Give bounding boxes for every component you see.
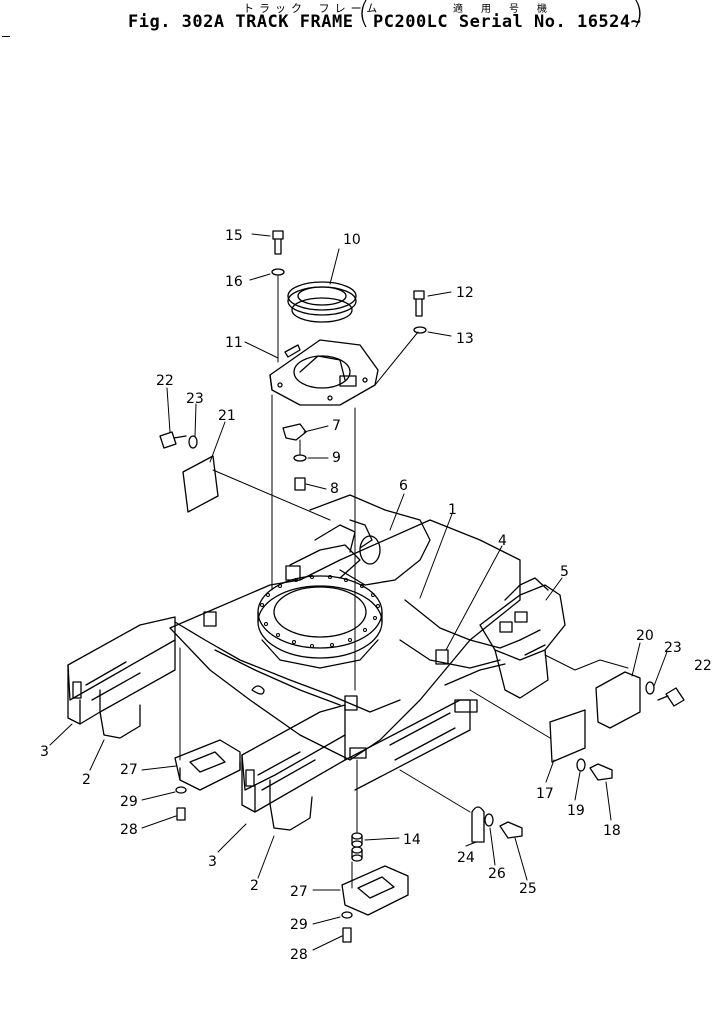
callout-6: 6 [399,478,408,494]
bolt-8 [294,477,306,491]
callout-18: 18 [603,823,621,839]
bolt-15 [272,230,284,255]
callout-5: 5 [560,564,569,580]
callout-10: 10 [343,232,361,248]
bolt-22b [657,687,685,707]
washer-23b [645,681,655,695]
washer-23a [188,435,198,449]
callout-2: 2 [82,772,91,788]
callout-19: 19 [567,803,585,819]
track-guard-27a [174,739,241,791]
washer-26 [484,813,494,827]
washer-16 [271,268,285,276]
washer-13 [413,326,427,334]
japanese-title: トラック フレーム [243,2,383,15]
serial-paren-open: ( [358,0,370,31]
callout-2: 2 [250,878,259,894]
cover-20 [595,671,641,729]
callout-20: 20 [636,628,654,644]
callout-17: 17 [536,786,554,802]
bolt-28a [176,807,186,821]
callout-11: 11 [225,335,243,351]
plate-7 [282,423,307,441]
callout-12: 12 [456,285,474,301]
callout-27: 27 [290,884,308,900]
callout-4: 4 [498,533,507,549]
callout-3: 3 [208,854,217,870]
callout-28: 28 [120,822,138,838]
callout-3: 3 [40,744,49,760]
callout-27: 27 [120,762,138,778]
callout-29: 29 [120,794,138,810]
left-track-frame-rear [67,494,431,739]
callout-24: 24 [457,850,475,866]
callout-14: 14 [403,832,421,848]
washer-29a [175,786,187,794]
callout-23: 23 [664,640,682,656]
callout-16: 16 [225,274,243,290]
margin-tick [2,36,10,37]
bolt-28b [342,927,352,943]
callout-26: 26 [488,866,506,882]
callout-25: 25 [519,881,537,897]
plate-24 [471,806,485,843]
callout-22: 22 [156,373,174,389]
front-idler-bracket [479,577,566,699]
callout-21: 21 [218,408,236,424]
figure-title: Fig. 302A TRACK FRAME [128,12,354,32]
seal-ring [287,281,357,323]
callout-7: 7 [332,418,341,434]
japanese-applicable-label: 適 用 号 機 [453,4,554,15]
bolt-25 [499,821,523,839]
leader-lines [49,233,668,951]
washer-19 [576,758,586,772]
callout-15: 15 [225,228,243,244]
callout-13: 13 [456,331,474,347]
callout-22: 22 [694,658,712,674]
callout-8: 8 [330,481,339,497]
center-frame [169,519,521,761]
serial-range: PC200LC Serial No. 16524~ [373,12,642,32]
bolt-18 [589,763,613,781]
callout-1: 1 [448,502,457,518]
cover-17 [549,709,586,763]
washer-9 [293,454,307,462]
bolt-22a [159,431,187,449]
bolt-12 [413,290,425,317]
left-track-frame-front [241,699,478,831]
serial-paren-close: ) [632,0,644,31]
track-guard-27b [341,865,409,916]
collars-14 [351,832,363,862]
callout-29: 29 [290,917,308,933]
assembly-guide-lines [179,275,629,889]
cover-21 [182,455,219,513]
turntable-plate [269,339,379,406]
washer-29b [341,911,353,919]
callout-28: 28 [290,947,308,963]
callout-9: 9 [332,450,341,466]
callout-23: 23 [186,391,204,407]
